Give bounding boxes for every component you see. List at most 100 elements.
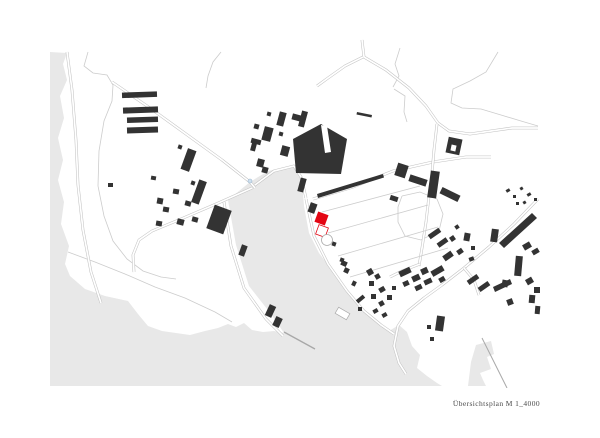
- highlighted-building: [314, 211, 329, 226]
- breakwater-line: [283, 331, 316, 350]
- boundary-line: [205, 51, 222, 89]
- building: [434, 315, 446, 332]
- thin-bar-short: [356, 112, 372, 118]
- road: [361, 39, 538, 135]
- building: [505, 188, 511, 193]
- building: [427, 227, 442, 240]
- building: [156, 197, 164, 205]
- road: [316, 56, 364, 87]
- building: [516, 202, 519, 205]
- building: [531, 247, 540, 256]
- slash-building-2: [493, 279, 512, 292]
- building: [176, 218, 185, 226]
- boundary-line: [393, 88, 408, 123]
- building: [430, 337, 434, 341]
- building: [272, 315, 283, 329]
- road: [223, 201, 284, 337]
- building: [238, 244, 248, 257]
- building: [513, 195, 516, 198]
- building: [172, 188, 180, 195]
- building: [442, 250, 454, 262]
- building: [261, 126, 274, 142]
- building: [177, 144, 183, 150]
- building: [534, 287, 540, 293]
- building: [402, 279, 410, 288]
- building: [253, 123, 260, 130]
- building: [358, 307, 362, 311]
- road-casing: [111, 80, 257, 189]
- building: [378, 300, 385, 307]
- building: [463, 232, 471, 242]
- building: [436, 237, 449, 248]
- building: [466, 274, 480, 285]
- building: [438, 275, 446, 284]
- building: [471, 246, 475, 250]
- building: [307, 202, 318, 214]
- building: [191, 216, 199, 223]
- building: [355, 294, 366, 304]
- building: [528, 294, 536, 304]
- building: [279, 145, 291, 157]
- road: [132, 187, 253, 273]
- building: [449, 235, 456, 242]
- building: [278, 131, 284, 137]
- building: [331, 241, 337, 247]
- building: [456, 247, 464, 256]
- building: [408, 174, 428, 187]
- slipway-line: [349, 247, 449, 278]
- building: [392, 286, 396, 290]
- building: [264, 304, 277, 318]
- building-notch: [450, 144, 457, 152]
- building: [411, 273, 421, 283]
- sea-and-harbor: [50, 52, 442, 386]
- building: [490, 228, 499, 243]
- building: [162, 206, 170, 213]
- building: [454, 224, 460, 230]
- boundary-line: [67, 251, 233, 323]
- boundary-line: [450, 51, 539, 127]
- building: [122, 106, 159, 114]
- building: [414, 283, 423, 292]
- building: [155, 220, 163, 227]
- building: [351, 280, 357, 287]
- pier-deck: [334, 306, 351, 321]
- building: [298, 110, 308, 128]
- building: [427, 170, 440, 199]
- road: [305, 198, 395, 335]
- thin-bar-long: [317, 174, 384, 198]
- building: [126, 126, 159, 134]
- building: [506, 298, 514, 306]
- building: [534, 198, 537, 201]
- boundary-line: [392, 47, 401, 88]
- building: [108, 183, 113, 187]
- slipway-line: [321, 185, 421, 213]
- building: [184, 200, 192, 207]
- building: [381, 312, 388, 318]
- map-layers: [50, 39, 541, 388]
- building: [126, 116, 159, 124]
- main-hall: [293, 124, 347, 174]
- building-notch: [321, 125, 331, 153]
- building: [524, 276, 535, 286]
- building: [276, 111, 287, 127]
- building: [389, 194, 399, 203]
- building: [423, 277, 433, 286]
- plan-caption: Übersichtsplan M 1_4000: [452, 399, 540, 408]
- building: [378, 285, 386, 294]
- building: [439, 186, 461, 203]
- building: [522, 200, 527, 205]
- building: [519, 186, 524, 191]
- building: [266, 111, 272, 117]
- building: [371, 294, 376, 299]
- slipway-line: [327, 204, 429, 234]
- building: [372, 308, 379, 314]
- building: [261, 166, 269, 174]
- building: [250, 142, 257, 152]
- building: [190, 180, 196, 186]
- inlet: [468, 341, 494, 386]
- building: [191, 179, 207, 205]
- building: [420, 266, 429, 276]
- breakwater-line: [481, 337, 508, 388]
